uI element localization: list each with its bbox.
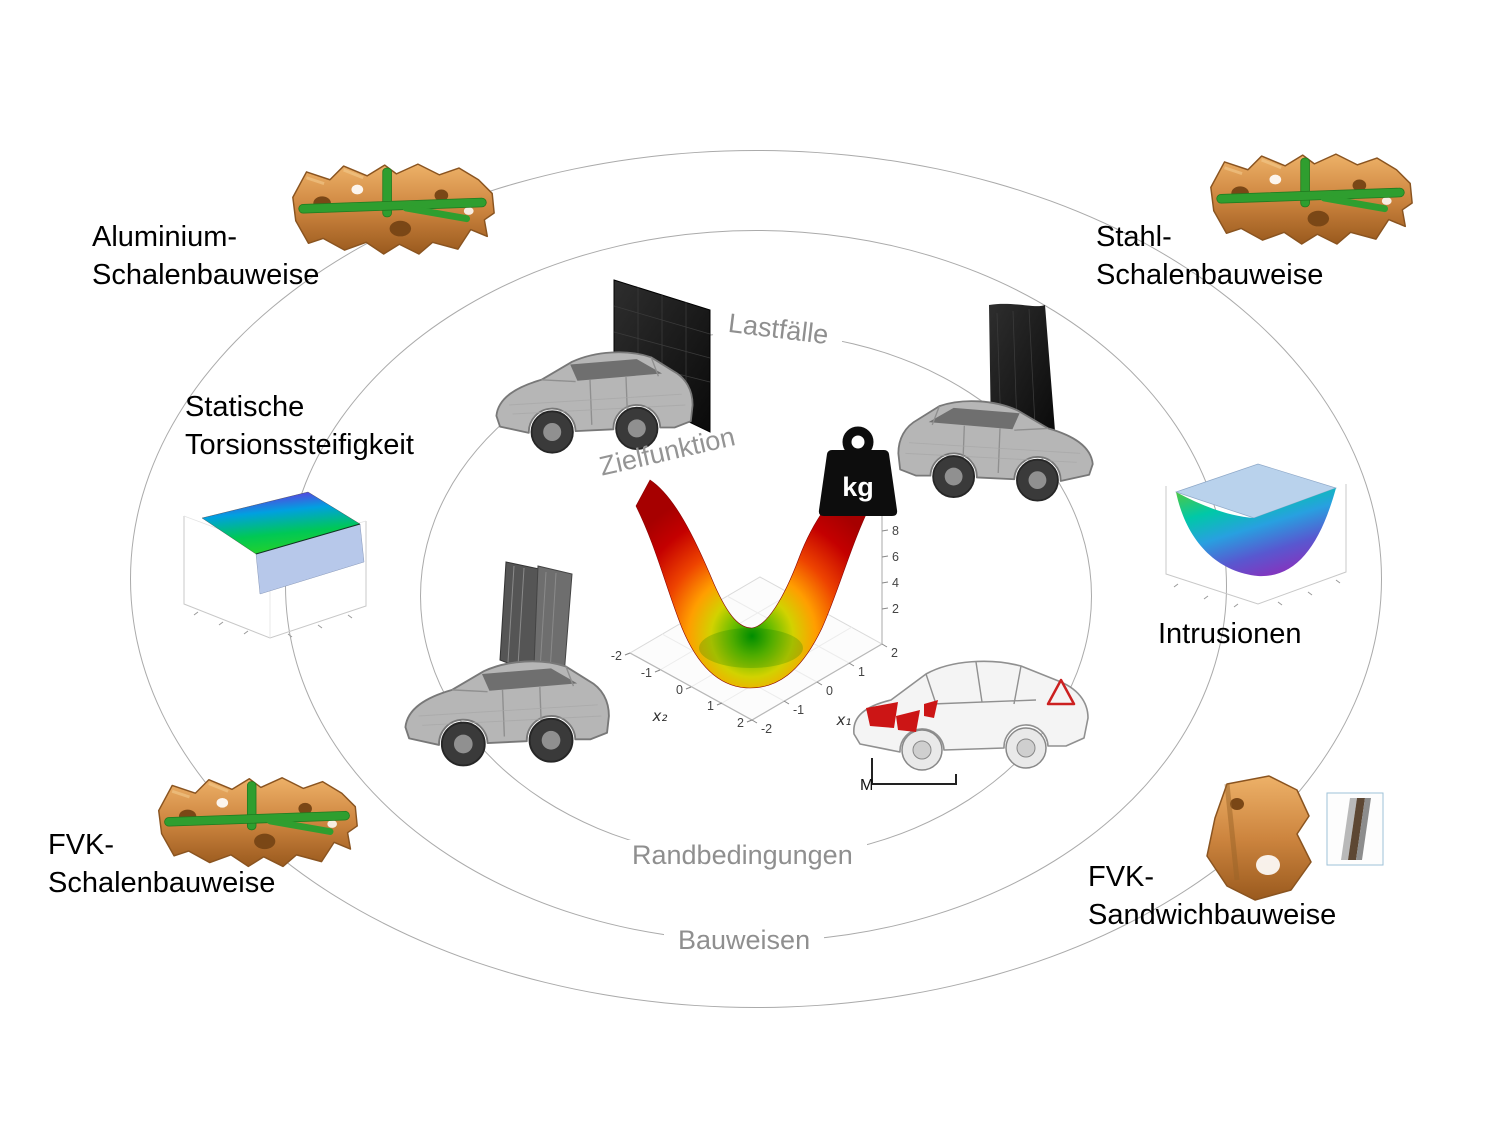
tick-label: 4 <box>892 576 899 590</box>
intrusion-zone-highlight <box>866 702 898 728</box>
label-line: Schalenbauweise <box>92 259 320 292</box>
kg-text: kg <box>842 472 874 502</box>
kg-weight-icon: kg <box>818 426 898 516</box>
tick-label: 1 <box>858 665 865 679</box>
crash-barrier-wall <box>989 303 1055 435</box>
label-aluminium-schalenbauweise: Aluminium- Schalenbauweise <box>92 218 319 295</box>
mass-dimension-bracket <box>871 758 957 785</box>
label-fvk-sandwichbauweise: FVK- Sandwichbauweise <box>1088 858 1336 935</box>
mass-marker-label: M <box>860 777 873 794</box>
tick-label: 2 <box>737 716 744 730</box>
ring-bauweisen <box>130 150 1382 1008</box>
fe-car-model <box>404 660 610 767</box>
ring-label-bauweisen: Bauweisen <box>664 925 825 956</box>
tick-label: 0 <box>826 684 833 698</box>
tick-label: 0 <box>676 683 683 697</box>
car-body-intrusion-image: M <box>853 660 1089 794</box>
tick-label: -1 <box>640 666 652 680</box>
label-line: Intrusionen <box>1158 618 1302 650</box>
tick-label: 1 <box>707 699 714 713</box>
label-line: Aluminium- <box>92 221 238 253</box>
sandwich-layup-inset-icon <box>1326 792 1384 866</box>
label-line: Schalenbauweise <box>1096 259 1324 292</box>
torsion-surface-plot <box>183 491 367 639</box>
ring-label-randbedingungen: Randbedingungen <box>618 840 867 871</box>
intrusion-surface-plot <box>1165 463 1347 608</box>
label-line: Statische <box>185 391 305 423</box>
tick-label: -2 <box>610 649 622 663</box>
tick-label: 2 <box>892 602 899 616</box>
label-line: FVK- <box>1088 861 1155 893</box>
tick-label: -2 <box>761 722 773 736</box>
label-line: Sandwichbauweise <box>1088 899 1337 932</box>
label-fvk-schalenbauweise: FVK- Schalenbauweise <box>48 826 275 903</box>
tick-label: -1 <box>793 703 805 717</box>
objective-surface-canvas <box>624 469 889 724</box>
crash-sim-car-bottom-image <box>404 561 610 767</box>
objective-surface-plot: -2 -1 0 1 2 -2 -1 0 1 2 8 6 4 2 x₂ x₁ <box>600 448 910 748</box>
warning-triangle-icon <box>1046 678 1076 706</box>
crash-sim-car-top-image <box>495 279 711 454</box>
fvk-sandwich-part-image <box>1206 775 1312 901</box>
label-line: Torsionssteifigkeit <box>185 429 414 462</box>
label-intrusionen: Intrusionen <box>1158 615 1302 653</box>
x1-axis-label: x₁ <box>836 711 852 729</box>
label-line: Stahl- <box>1096 221 1172 253</box>
crash-sim-car-right-image <box>897 303 1094 502</box>
label-statische-torsionssteifigkeit: Statische Torsionssteifigkeit <box>185 388 414 465</box>
label-line: Schalenbauweise <box>48 867 276 900</box>
tick-label: 6 <box>892 550 899 564</box>
label-stahl-schalenbauweise: Stahl- Schalenbauweise <box>1096 218 1323 295</box>
fe-car-model <box>897 400 1094 502</box>
tick-label: 2 <box>891 646 898 660</box>
label-line: FVK- <box>48 829 115 861</box>
x2-axis-label: x₂ <box>652 707 668 725</box>
tick-label: 8 <box>892 524 899 538</box>
